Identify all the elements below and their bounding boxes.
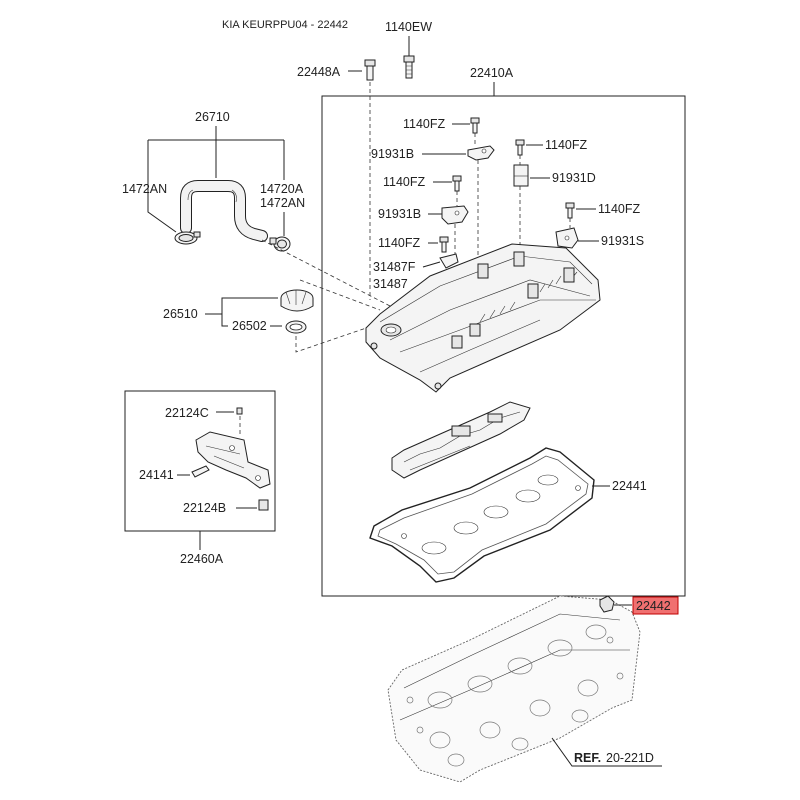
bolt-1140FZ-3 bbox=[452, 175, 462, 192]
hose-26710 bbox=[180, 180, 268, 242]
guide-oil-cap bbox=[295, 279, 381, 353]
label-22448A: 22448A bbox=[297, 65, 341, 79]
label-1472AN-left: 1472AN bbox=[122, 182, 167, 196]
leader-26510 bbox=[205, 297, 278, 327]
label-26710: 26710 bbox=[195, 110, 230, 124]
bolt-1140EW bbox=[403, 55, 415, 79]
cylinder-head bbox=[387, 595, 641, 783]
clamp-1472AN-left bbox=[174, 231, 201, 245]
label-1140FZ-5: 1140FZ bbox=[378, 236, 421, 250]
label-22124C: 22124C bbox=[165, 406, 209, 420]
guide-91931B-1 bbox=[474, 133, 479, 270]
bracket-91931B-1 bbox=[467, 145, 495, 161]
diagram-title: KIA KEURPPU04 - 22442 bbox=[222, 19, 348, 31]
leader-26710 bbox=[147, 126, 285, 200]
gasket-26502 bbox=[285, 320, 307, 334]
bolt-22448A bbox=[364, 59, 376, 81]
plug-22124B bbox=[258, 499, 269, 511]
bracket-31487F bbox=[439, 253, 459, 269]
bolt-1140FZ-1 bbox=[470, 117, 480, 134]
ref-value: 20-221D bbox=[606, 751, 654, 765]
gasket-22441 bbox=[369, 447, 595, 583]
label-91931B-2: 91931B bbox=[378, 207, 421, 221]
oil-cap-26510 bbox=[280, 289, 314, 312]
ref-prefix: REF. bbox=[574, 751, 601, 765]
leader-1472AN-left bbox=[147, 200, 177, 233]
bolt-1140FZ-2 bbox=[515, 139, 525, 156]
plug-22124C bbox=[236, 407, 243, 415]
clamp-1472AN-right bbox=[269, 236, 291, 252]
guide-hose bbox=[261, 239, 391, 307]
pin-24141 bbox=[191, 465, 210, 478]
rocker-cover-22410A bbox=[365, 243, 601, 393]
label-91931B-1: 91931B bbox=[371, 147, 414, 161]
leader-ref bbox=[551, 737, 662, 767]
label-22124B: 22124B bbox=[183, 501, 226, 515]
label-1472AN-right: 1472AN bbox=[260, 196, 305, 210]
label-22410A: 22410A bbox=[470, 66, 514, 80]
label-1140FZ-4: 1140FZ bbox=[598, 202, 641, 216]
bolt-1140FZ-5 bbox=[439, 236, 449, 253]
part-22442 bbox=[599, 595, 615, 613]
label-22441: 22441 bbox=[612, 479, 647, 493]
breather-bracket bbox=[195, 431, 271, 489]
baffle-plate bbox=[391, 401, 531, 479]
label-31487: 31487 bbox=[373, 277, 408, 291]
label-91931S: 91931S bbox=[601, 234, 644, 248]
label-1140EW: 1140EW bbox=[385, 20, 432, 34]
highlight-box-22442[interactable] bbox=[632, 596, 679, 615]
label-26502: 26502 bbox=[232, 319, 267, 333]
bracket-91931B-2 bbox=[441, 205, 469, 225]
label-14720A: 14720A bbox=[260, 182, 304, 196]
label-22460A: 22460A bbox=[180, 552, 224, 566]
label-1140FZ-3: 1140FZ bbox=[383, 175, 426, 189]
label-1140FZ-1: 1140FZ bbox=[403, 117, 446, 131]
label-26510: 26510 bbox=[163, 307, 198, 321]
bracket-91931S bbox=[555, 227, 579, 249]
cover-assembly-frame bbox=[321, 95, 686, 597]
label-91931D: 91931D bbox=[552, 171, 596, 185]
bolt-1140FZ-4 bbox=[565, 202, 575, 219]
label-1140FZ-2: 1140FZ bbox=[545, 138, 588, 152]
label-31487F: 31487F bbox=[373, 260, 416, 274]
label-22442[interactable]: 22442 bbox=[636, 599, 671, 613]
bracket-91931D bbox=[513, 164, 529, 187]
label-24141: 24141 bbox=[139, 468, 174, 482]
